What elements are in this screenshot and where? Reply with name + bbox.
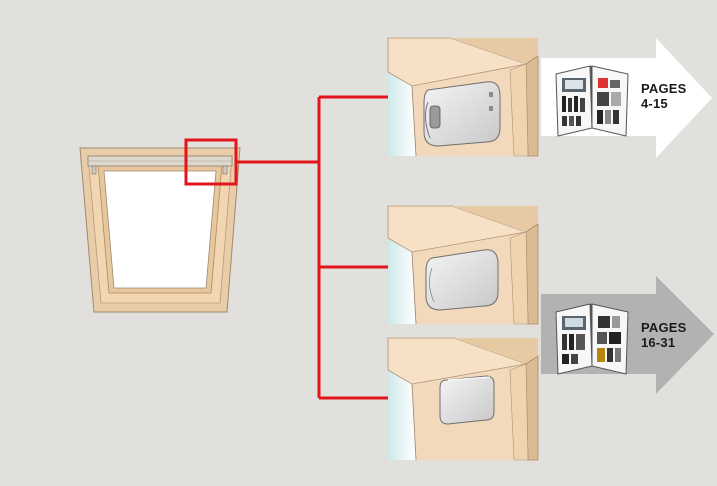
detail-panel-3: [387, 337, 539, 461]
rounded-bracket-with-slot-icon: [423, 81, 501, 147]
square-bracket-icon: [439, 375, 495, 425]
pages-range: 4-15: [641, 96, 668, 111]
pages-word: PAGES: [641, 81, 687, 96]
catalog-booklet-icon: [555, 65, 629, 137]
connector-lines: [236, 95, 390, 400]
rounded-bracket-plain-icon: [425, 249, 499, 311]
catalog-booklet-icon: [555, 303, 629, 375]
pages-label-top: PAGES 4-15: [641, 81, 687, 111]
pages-range: 16-31: [641, 335, 676, 350]
pages-word: PAGES: [641, 320, 687, 335]
detail-panel-1: [387, 37, 539, 157]
roof-window: [79, 147, 241, 313]
detail-panel-2: [387, 205, 539, 325]
pages-label-bottom: PAGES 16-31: [641, 320, 687, 350]
